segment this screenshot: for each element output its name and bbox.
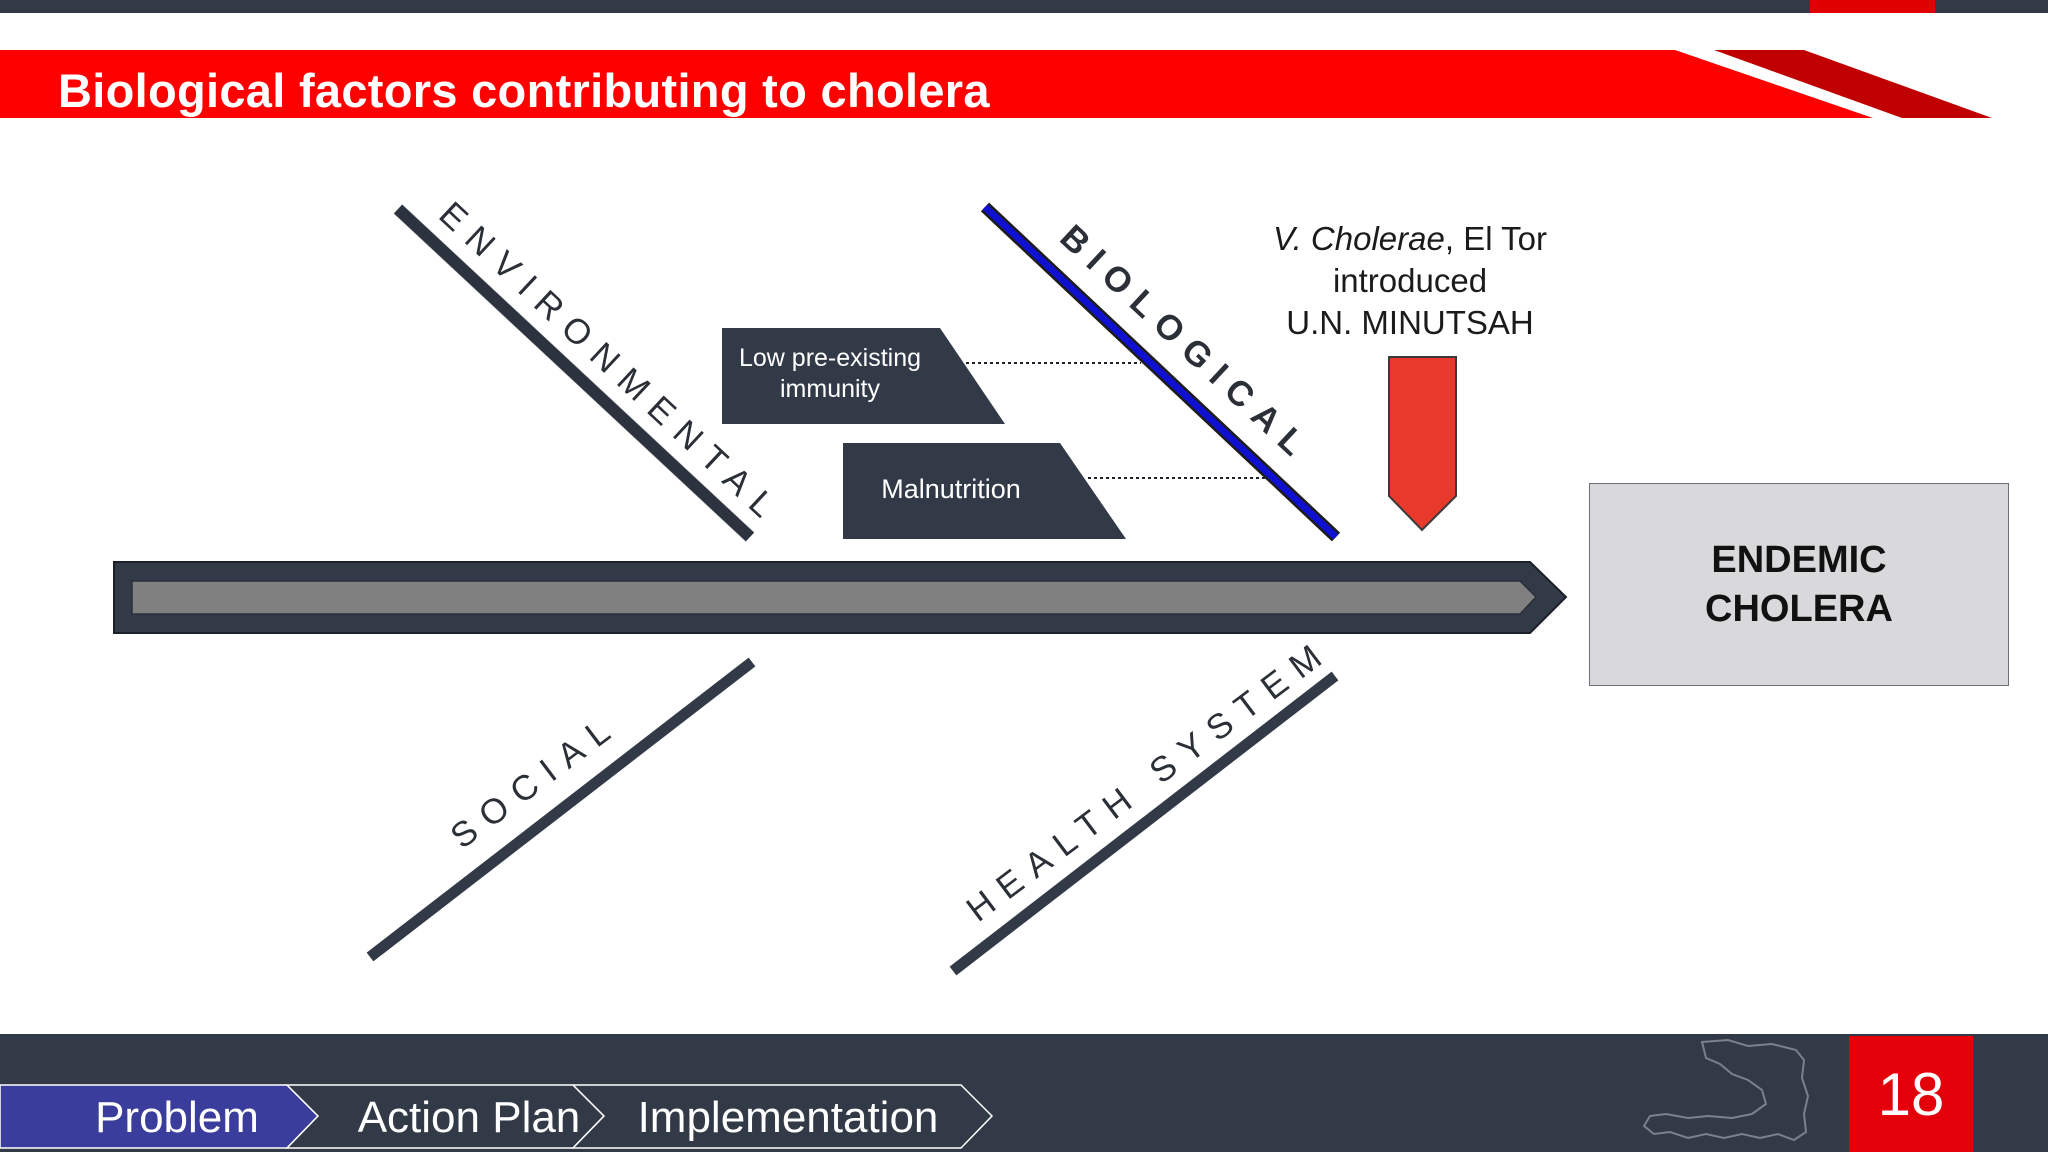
- breadcrumb: Problem Action Plan Implementation: [0, 1084, 994, 1149]
- immunity-factor-box: [722, 328, 1005, 424]
- social-bone: [366, 657, 756, 962]
- breadcrumb-label-action-plan: Action Plan: [358, 1093, 581, 1142]
- biological-bone: [982, 204, 1339, 540]
- effect-line1: ENDEMIC: [1711, 538, 1887, 581]
- breadcrumb-label-problem: Problem: [95, 1093, 259, 1142]
- page-number: 18: [1877, 1060, 1945, 1128]
- environmental-bone: [393, 204, 755, 542]
- immunity-factor-line2: immunity: [780, 375, 881, 403]
- effect-line2: CHOLERA: [1705, 587, 1893, 630]
- haiti-map-outline: [1642, 1038, 1810, 1142]
- cause-line2: introduced: [1332, 262, 1488, 299]
- slide-title: Biological factors contributing to chole…: [58, 64, 990, 117]
- health-system-label: HEALTH SYSTEM: [959, 630, 1338, 929]
- malnutrition-factor-label: Malnutrition: [881, 474, 1021, 504]
- title-banner-shape: [0, 50, 1873, 118]
- breadcrumb-label-implementation: Implementation: [638, 1093, 939, 1142]
- health-system-bone: [949, 671, 1339, 976]
- cause-arrow: [1388, 356, 1457, 532]
- title-banner: [0, 50, 1992, 118]
- malnutrition-factor-box: [843, 443, 1126, 539]
- cause-line1: V. Cholerae, El Tor: [1230, 218, 1590, 260]
- top-bar: [0, 0, 2048, 13]
- spine-arrow-inner: [131, 580, 1538, 615]
- cause-annotation: V. Cholerae, El Tor introduced U.N. MINU…: [1230, 218, 1590, 344]
- breadcrumb-step-implementation[interactable]: [571, 1084, 994, 1149]
- immunity-factor-line1: Low pre-existing: [739, 344, 921, 372]
- strain-name: , El Tor: [1444, 220, 1547, 257]
- title-banner-stripe: [1714, 50, 1992, 118]
- top-accent-bar: [1810, 0, 1935, 13]
- effect-box: ENDEMIC CHOLERA: [1589, 483, 2009, 686]
- organism-name: V. Cholerae: [1273, 220, 1445, 257]
- page-number-box: 18: [1849, 1036, 1973, 1152]
- haiti-map-icon: [1642, 1038, 1810, 1142]
- environmental-bone-outline: [393, 204, 755, 542]
- cause-line3: U.N. MINUTSAH: [1286, 304, 1534, 341]
